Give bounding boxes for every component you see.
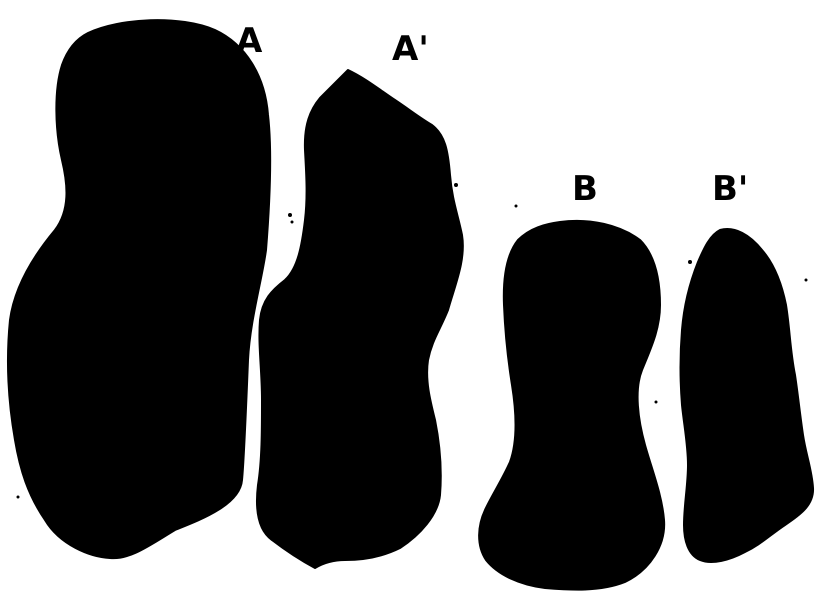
speck xyxy=(688,260,692,264)
speck xyxy=(288,213,292,217)
silhouette-b-prime xyxy=(681,229,814,562)
speck xyxy=(14,409,17,412)
label-b: B xyxy=(572,169,598,209)
label-a: A xyxy=(236,21,263,61)
speck xyxy=(454,183,458,187)
silhouette-a-prime xyxy=(257,70,463,568)
speck xyxy=(17,496,20,499)
speck xyxy=(291,221,294,224)
silhouette-b xyxy=(479,221,664,590)
speck xyxy=(515,205,518,208)
speck xyxy=(805,279,808,282)
speck xyxy=(430,320,434,324)
silhouette-a xyxy=(8,20,270,558)
label-b-prime: B' xyxy=(712,169,748,209)
speck xyxy=(655,401,658,404)
label-a-prime: A' xyxy=(392,29,429,69)
